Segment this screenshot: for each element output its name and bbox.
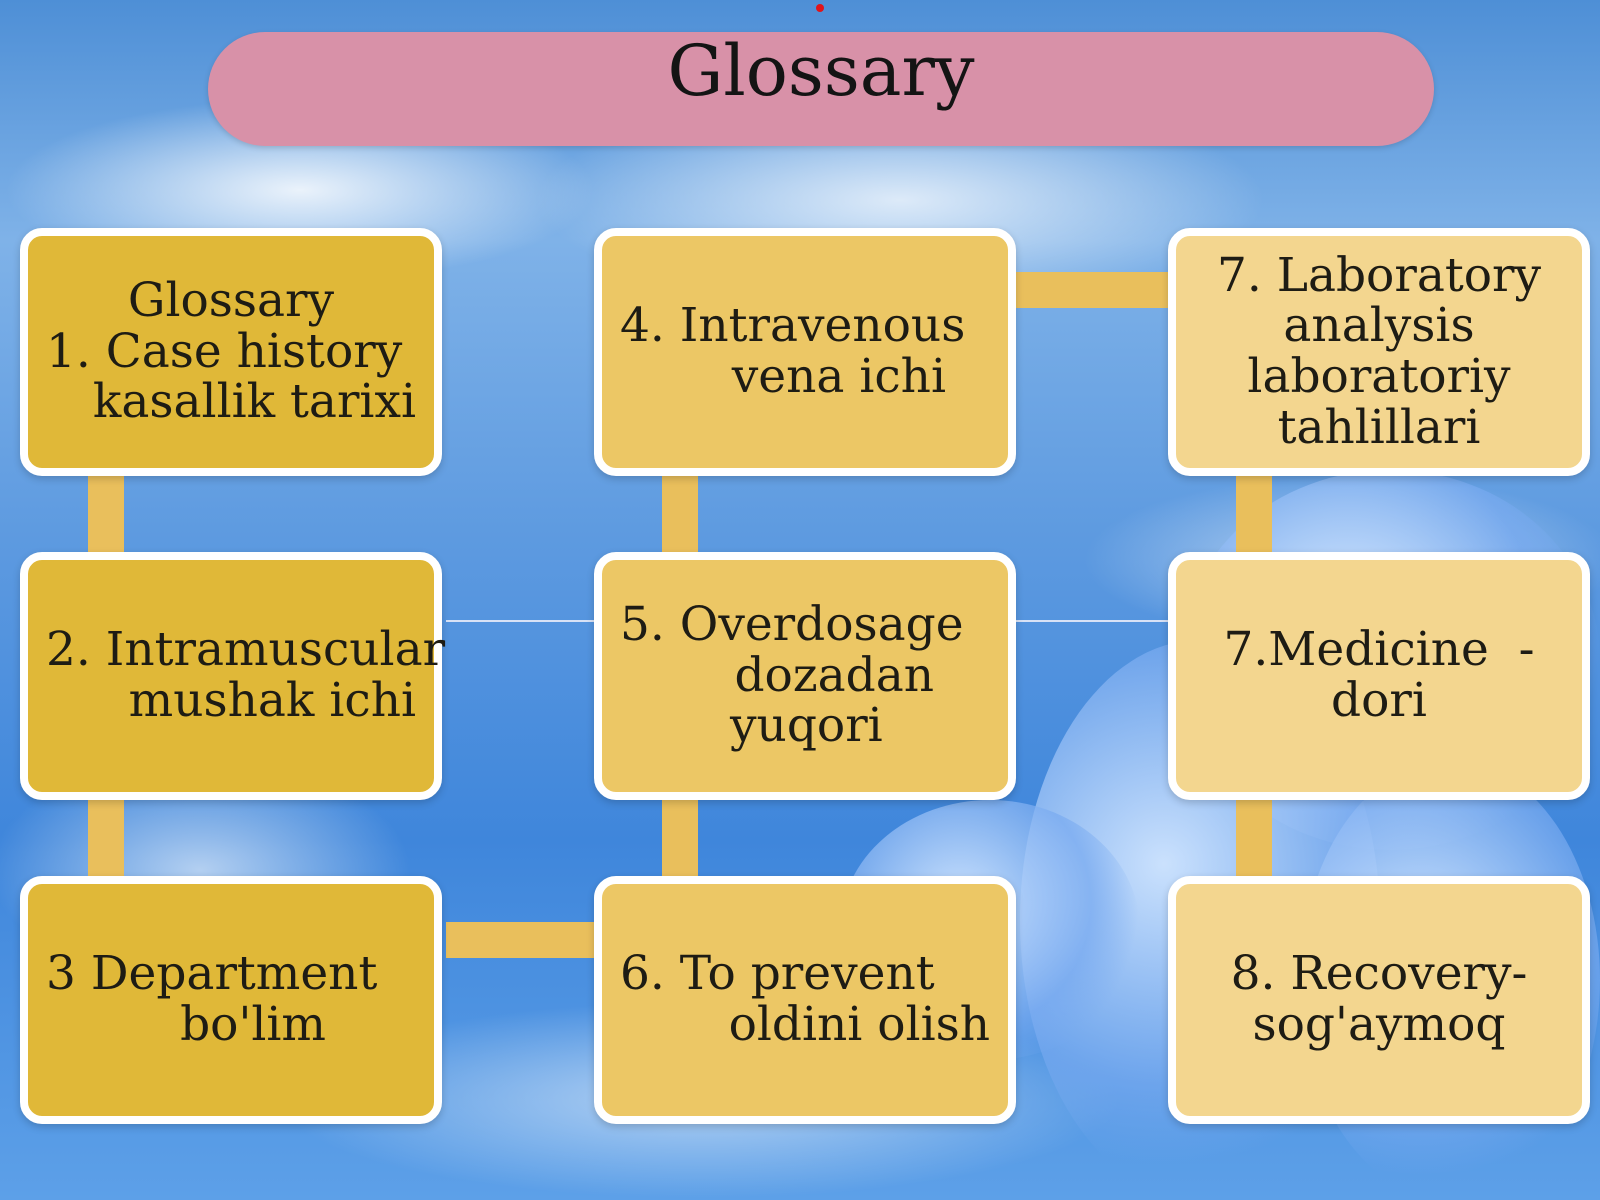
box-line: analysis — [1283, 298, 1475, 354]
connector-v-col3-a — [1236, 470, 1272, 560]
box-line: 4. Intravenous — [620, 298, 966, 354]
glossary-box-3: 3 Department bo'lim — [20, 876, 442, 1124]
title-bar — [208, 32, 1434, 146]
glossary-box-5: 5. Overdosage dozadan yuqori — [594, 552, 1016, 800]
connector-v-col3-b — [1236, 790, 1272, 880]
box-line: kasallik tarixi — [92, 374, 416, 430]
box-line: bo'lim — [180, 997, 326, 1052]
slide-title: Glossary — [667, 30, 975, 112]
connector-h-top — [1010, 272, 1170, 308]
connector-v-col2-a — [662, 470, 698, 560]
glossary-box-4: 4. Intravenous vena ichi — [594, 228, 1016, 476]
connector-thin-left — [446, 620, 596, 622]
glossary-box-8: 7.Medicine - dori — [1168, 552, 1590, 800]
box-line: 5. Overdosage — [620, 596, 964, 652]
connector-v-col2-b — [662, 790, 698, 880]
box-line: dozadan — [734, 647, 934, 703]
glossary-box-1: Glossary 1. Case history kasallik tarixi — [20, 228, 442, 476]
box-line: 7. Laboratory — [1216, 247, 1542, 303]
box-line: tahlillari — [1277, 399, 1481, 455]
glossary-box-2: 2. Intramuscular mushak ichi — [20, 552, 446, 800]
box-line: laboratoriy — [1247, 349, 1511, 404]
box-line: 2. Intramuscular — [46, 622, 446, 678]
box-line: 3 Department — [46, 946, 378, 1002]
glossary-box-6: 6. To prevent oldini olish — [594, 876, 1016, 1124]
box-line: 7.Medicine - — [1223, 622, 1535, 678]
connector-v-col1-b — [88, 790, 124, 880]
connector-v-col1-a — [88, 470, 124, 560]
connector-h-bottom — [446, 922, 606, 958]
connector-thin-right — [1010, 620, 1170, 622]
box-line: 1. Case history — [46, 323, 403, 379]
box-line: oldini olish — [728, 997, 990, 1052]
box-line: 8. Recovery- — [1230, 946, 1528, 1002]
box-line: yuqori — [730, 698, 883, 754]
box-line: mushak ichi — [128, 673, 416, 728]
box-line: dori — [1331, 673, 1427, 728]
box-line: sog'aymoq — [1252, 997, 1506, 1052]
red-marker — [816, 4, 824, 12]
box-line: Glossary — [127, 272, 335, 328]
box-line: 6. To prevent — [620, 946, 935, 1002]
box-line: vena ichi — [731, 349, 946, 404]
glossary-box-7: 7. Laboratory analysis laboratoriy tahli… — [1168, 228, 1590, 476]
glossary-box-9: 8. Recovery- sog'aymoq — [1168, 876, 1590, 1124]
